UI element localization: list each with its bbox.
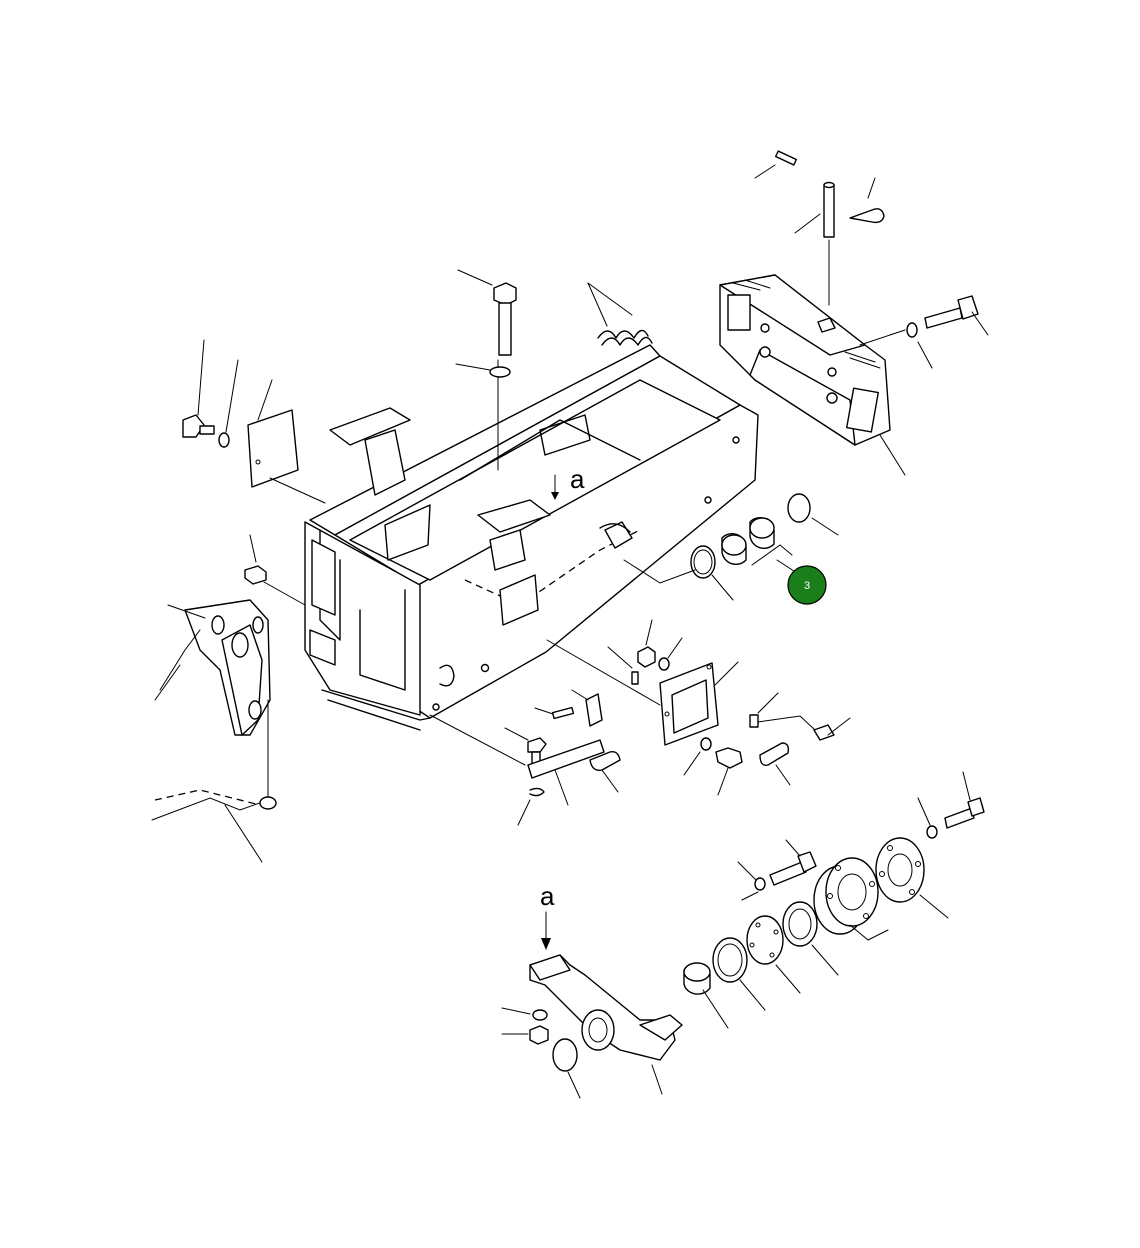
axle-support bbox=[501, 954, 683, 1099]
grease-fitting bbox=[244, 534, 306, 606]
lifting-pin bbox=[754, 150, 885, 306]
lower-fasteners bbox=[504, 689, 791, 826]
counterweight-bolt bbox=[859, 295, 989, 369]
reference-a-lower: a bbox=[540, 881, 555, 950]
bushings-group bbox=[623, 493, 839, 601]
side-bracket bbox=[151, 599, 277, 863]
callout-number: 3 bbox=[804, 580, 810, 592]
vertical-bolt bbox=[455, 269, 517, 378]
side-cover-assembly bbox=[429, 619, 851, 766]
axle-bushings bbox=[683, 901, 839, 1029]
reference-a-upper: a bbox=[551, 464, 585, 500]
counterweight bbox=[719, 274, 906, 476]
step-bracket bbox=[329, 359, 551, 626]
spring-clips bbox=[587, 282, 653, 346]
flange-hub bbox=[737, 771, 985, 941]
main-frame bbox=[304, 344, 759, 731]
cover-plate-left bbox=[182, 339, 326, 504]
callout-circle[interactable] bbox=[787, 565, 827, 605]
callout-badge-3[interactable]: 3 bbox=[787, 565, 827, 605]
reference-label-lower: a bbox=[540, 881, 555, 911]
reference-label-upper: a bbox=[570, 464, 585, 494]
